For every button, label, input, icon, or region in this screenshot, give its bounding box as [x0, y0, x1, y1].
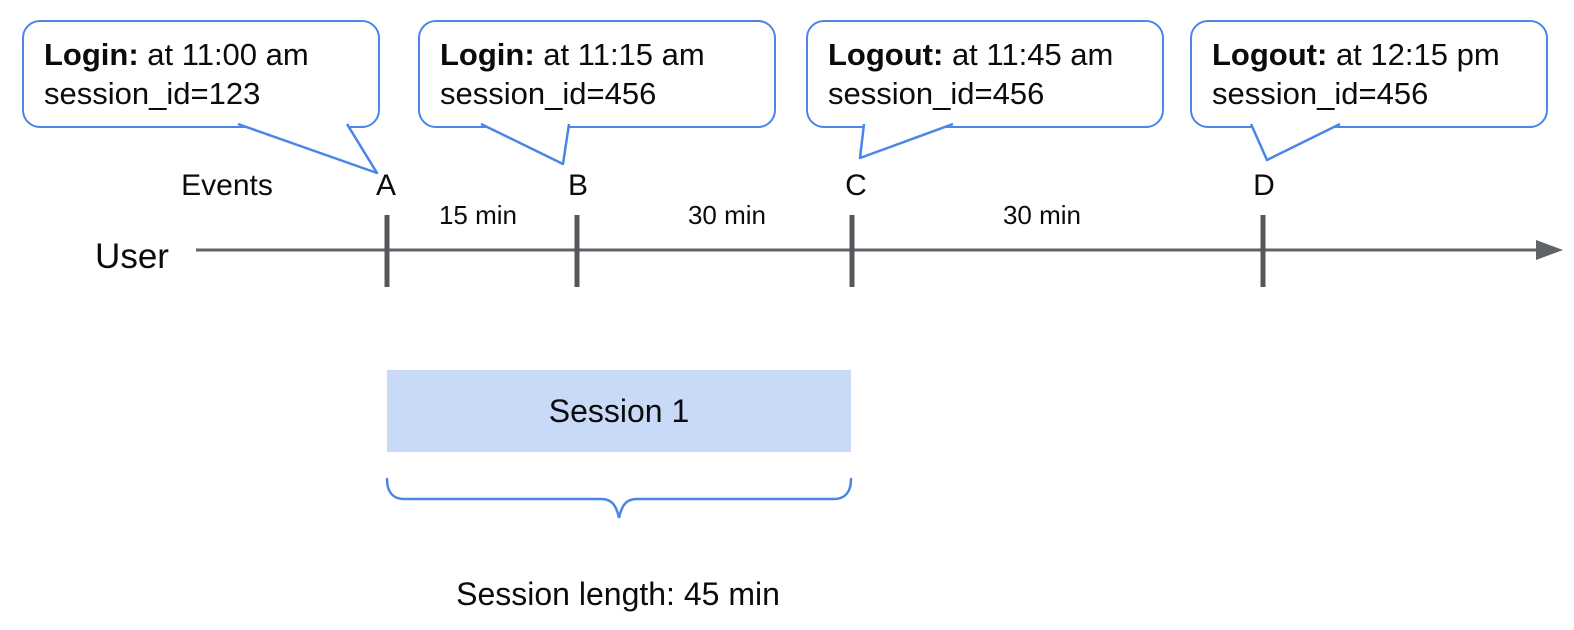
tick-label-a: A [375, 169, 397, 202]
session-1-box: Session 1 [387, 370, 851, 452]
interval-label-bc: 30 min [687, 200, 767, 230]
callout-tail-a [237, 122, 379, 175]
callout-session-line: session_id=456 [828, 76, 1045, 111]
session-length-caption: Session length: 45 min [456, 576, 780, 612]
event-time: at 11:15 am [534, 37, 705, 72]
timeline-arrowhead-icon [1536, 240, 1563, 260]
callout-tail-b [480, 122, 571, 166]
tick-label-b: B [567, 169, 589, 202]
callout-tail-c [858, 122, 954, 160]
tick-label-c: C [845, 169, 867, 202]
callout-event-line: Login: at 11:00 am [44, 35, 378, 74]
session-length-brace [385, 477, 853, 519]
callout-event-line: Logout: at 12:15 pm [1212, 35, 1546, 74]
event-name: Login: [440, 37, 535, 72]
callout-logout-c: Logout: at 11:45 am session_id=456 [806, 20, 1164, 128]
callout-event-line: Logout: at 11:45 am [828, 35, 1162, 74]
event-name: Logout: [828, 37, 944, 72]
callout-session-line: session_id=456 [440, 76, 657, 111]
events-label: Events [181, 169, 273, 202]
callout-tail-d [1249, 122, 1341, 162]
callout-session-line: session_id=123 [44, 76, 261, 111]
user-axis-label: User [95, 237, 169, 276]
callout-event-line: Login: at 11:15 am [440, 35, 774, 74]
event-time: at 12:15 pm [1327, 37, 1500, 72]
session-1-label: Session 1 [548, 392, 690, 429]
event-name: Logout: [1212, 37, 1328, 72]
callout-session-line: session_id=456 [1212, 76, 1429, 111]
interval-label-ab: 15 min [438, 200, 518, 230]
event-time: at 11:00 am [138, 37, 309, 72]
event-time: at 11:45 am [943, 37, 1114, 72]
callout-login-b: Login: at 11:15 am session_id=456 [418, 20, 776, 128]
callout-logout-d: Logout: at 12:15 pm session_id=456 [1190, 20, 1548, 128]
interval-label-cd: 30 min [1002, 200, 1082, 230]
callout-login-a: Login: at 11:00 am session_id=123 [22, 20, 380, 128]
event-name: Login: [44, 37, 139, 72]
tick-label-d: D [1253, 169, 1275, 202]
